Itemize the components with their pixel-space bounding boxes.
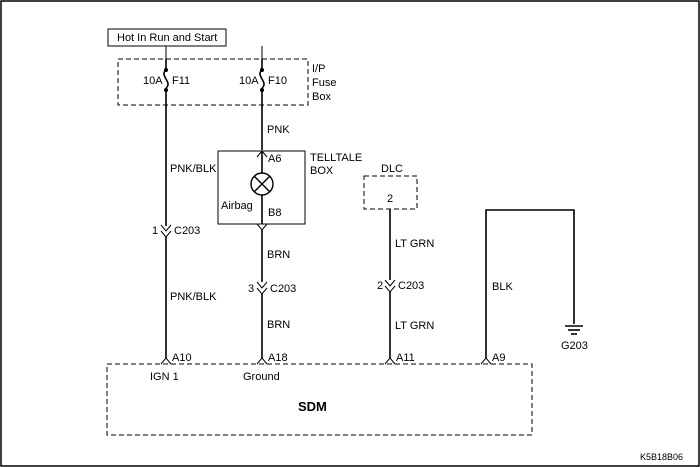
power-source-box	[107, 28, 227, 47]
connector-c203-pin3-number: 3	[248, 283, 254, 295]
dlc-pin: 2	[387, 193, 393, 205]
ground-icon	[565, 325, 583, 335]
airbag-lamp-icon	[250, 172, 274, 196]
connector-c203-pin2	[384, 279, 396, 293]
connector-c203-pin3	[256, 281, 268, 295]
sdm-pin-a18: A18	[268, 352, 288, 364]
telltale-lamp-label: Airbag	[221, 200, 253, 212]
connector-c203-pin2-name: C203	[398, 280, 424, 292]
sdm-pin-label-ign1: IGN 1	[150, 371, 179, 383]
figure-code: K5B18B06	[640, 452, 683, 462]
sdm-title: SDM	[298, 399, 327, 414]
sdm-pin-label-ground: Ground	[243, 371, 280, 383]
telltale-pin-b8: B8	[268, 207, 281, 219]
fuse-f10-rating: 10A	[239, 75, 259, 87]
fuse-f11-name: F11	[172, 75, 190, 87]
connector-c203-pin1-number: 1	[152, 225, 158, 237]
wire-label-pnk-blk-lower: PNK/BLK	[170, 291, 217, 303]
fuse-box-label-1: I/P	[312, 63, 325, 75]
fuse-box-label-2: Fuse	[312, 77, 336, 89]
wire-label-pnk: PNK	[267, 124, 290, 136]
fuse-box-outline	[117, 58, 309, 106]
wire-label-lt-grn-upper: LT GRN	[395, 238, 434, 250]
telltale-pin-b8-terminal	[256, 223, 268, 231]
wire-label-brn-upper: BRN	[267, 249, 290, 261]
fuse-f10-name: F10	[268, 75, 287, 87]
sdm-pin-a9-terminal	[480, 357, 492, 365]
sdm-pin-a9: A9	[492, 352, 505, 364]
sdm-pin-a11: A11	[396, 352, 415, 364]
connector-c203-pin1-name: C203	[174, 225, 200, 237]
ground-label: G203	[561, 340, 588, 352]
wire-label-pnk-blk-upper: PNK/BLK	[170, 163, 217, 175]
fuse-f10	[259, 59, 265, 105]
telltale-pin-a6: A6	[268, 153, 281, 165]
sdm-pin-a11-terminal	[384, 357, 396, 365]
power-source-label: Hot In Run and Start	[117, 32, 217, 44]
fuse-box-label-3: Box	[312, 91, 331, 103]
sdm-pin-a10-terminal	[160, 357, 172, 365]
telltale-label-1: TELLTALE	[310, 152, 362, 164]
telltale-label-2: BOX	[310, 165, 334, 177]
fuse-f11-rating: 10A	[143, 75, 163, 87]
dlc-label: DLC	[381, 163, 403, 175]
sdm-pin-a10: A10	[172, 352, 192, 364]
wire-label-lt-grn-lower: LT GRN	[395, 320, 434, 332]
wire-label-brn-lower: BRN	[267, 319, 290, 331]
fuse-f11	[163, 59, 169, 105]
connector-c203-pin3-name: C203	[270, 283, 296, 295]
sdm-pin-a18-terminal	[256, 357, 268, 365]
wire-blk	[485, 209, 575, 358]
connector-c203-pin1	[160, 224, 172, 238]
connector-c203-pin2-number: 2	[377, 280, 383, 292]
wire-label-blk: BLK	[492, 281, 513, 293]
sdm-box	[106, 363, 533, 436]
